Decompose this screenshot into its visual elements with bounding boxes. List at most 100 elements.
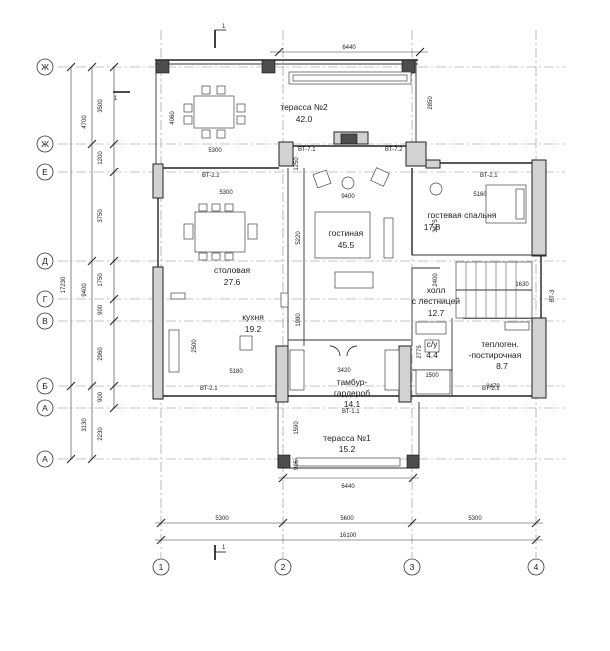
- row-label-zh2: Ж: [41, 62, 49, 72]
- svg-text:6440: 6440: [342, 45, 356, 51]
- row-label-b: Б: [42, 381, 48, 391]
- svg-text:5300: 5300: [468, 516, 482, 522]
- svg-text:900: 900: [98, 304, 104, 315]
- room-name2-boiler: -постирочная: [469, 350, 522, 360]
- room-area-boiler: 8.7: [496, 361, 508, 371]
- interior-partitions: [287, 168, 533, 396]
- svg-text:1750: 1750: [98, 273, 104, 287]
- room-labels: терасса №2 42.0 гостиная 45.5 гостевая с…: [214, 102, 522, 454]
- room-area-vestibule: 14.1: [344, 399, 361, 409]
- svg-text:ВТ-2.2: ВТ-2.2: [202, 173, 220, 179]
- room-name-kitchen: кухня: [242, 312, 264, 322]
- svg-text:ВТ-1.1: ВТ-1.1: [342, 409, 360, 415]
- col-label-4: 4: [534, 562, 539, 572]
- row-label-d: Д: [42, 256, 48, 266]
- room-area-terrace2: 42.0: [296, 114, 313, 124]
- row-axis-bubbles: Ж Ж Е Д Г В Б А А: [36, 58, 54, 468]
- room-name-terrace2: терасса №2: [280, 102, 328, 112]
- svg-text:3130: 3130: [82, 418, 88, 432]
- svg-text:5220: 5220: [296, 231, 302, 245]
- room-area-kitchen: 19.2: [245, 324, 262, 334]
- svg-text:4060: 4060: [170, 111, 176, 125]
- svg-text:ВТ-2.1: ВТ-2.1: [482, 386, 500, 392]
- svg-text:3750: 3750: [98, 209, 104, 223]
- room-name-hall: холл: [427, 285, 446, 295]
- svg-text:1590: 1590: [294, 421, 300, 435]
- section-cut-marks: 1 1 1: [113, 24, 226, 560]
- room-name-boiler: теплоген.: [481, 339, 519, 349]
- svg-text:1200: 1200: [98, 151, 104, 165]
- svg-text:2775: 2775: [417, 345, 423, 359]
- svg-text:5160: 5160: [473, 192, 487, 198]
- room-name2-vestibule: гардероб: [334, 388, 370, 398]
- svg-text:ВТ-2.1: ВТ-2.1: [480, 173, 498, 179]
- col-label-2: 2: [281, 562, 286, 572]
- left-dimensions: 3500 1200 3750 1750 900 2960 900 2230 47…: [61, 62, 119, 464]
- svg-text:9400: 9400: [82, 283, 88, 297]
- top-dimension: 6440: [270, 45, 428, 57]
- svg-text:3470: 3470: [486, 384, 500, 390]
- room-name-vestibule: тамбур-: [337, 377, 368, 387]
- svg-text:1980: 1980: [296, 313, 302, 327]
- room-name-guest: гостевая спальня: [428, 210, 497, 220]
- svg-text:ВТ-7.2: ВТ-7.2: [385, 147, 403, 153]
- room-name2-hall: с лестницей: [412, 296, 460, 306]
- room-name-wc: с/у: [427, 339, 439, 349]
- svg-text:900: 900: [98, 391, 104, 402]
- grid-axes-vertical: [160, 30, 537, 558]
- svg-text:1: 1: [222, 24, 226, 30]
- svg-text:5600: 5600: [340, 516, 354, 522]
- svg-text:5300: 5300: [208, 148, 222, 154]
- room-area-wc: 4.4: [426, 350, 438, 360]
- svg-text:1630: 1630: [515, 282, 529, 288]
- internal-dimensions: 4060 5300 2850 1250 5300 9400 5160 3475 …: [170, 96, 529, 470]
- svg-text:3500: 3500: [98, 99, 104, 113]
- room-area-living: 45.5: [338, 240, 355, 250]
- furniture: [168, 167, 530, 395]
- svg-text:1: 1: [222, 545, 226, 551]
- svg-text:16100: 16100: [340, 533, 357, 539]
- svg-text:ВТ-7.1: ВТ-7.1: [298, 147, 316, 153]
- svg-text:905: 905: [294, 459, 300, 470]
- room-area-guest: 17.8: [424, 222, 441, 232]
- room-area-hall: 12.7: [428, 308, 445, 318]
- row-label-a1: А: [42, 454, 48, 464]
- svg-text:2960: 2960: [98, 347, 104, 361]
- svg-text:9400: 9400: [341, 194, 355, 200]
- column-axis-bubbles: 1 2 3 4: [152, 558, 545, 576]
- terrace-1: 6440: [277, 402, 420, 490]
- svg-text:2230: 2230: [98, 427, 104, 441]
- window-tags: ВТ-7.1 ВТ-7.2 ВТ-2.2 ВТ-2.1 ВТ-2.1 ВТ-2.…: [200, 147, 556, 415]
- svg-text:3475: 3475: [433, 219, 439, 233]
- row-label-a2: А: [42, 403, 48, 413]
- svg-text:17230: 17230: [61, 276, 67, 293]
- svg-text:3420: 3420: [337, 368, 351, 374]
- room-area-terrace1: 15.2: [339, 444, 356, 454]
- svg-text:ВТ-3: ВТ-3: [550, 289, 556, 302]
- exterior-walls: [152, 131, 547, 403]
- terrace-2: [155, 59, 418, 170]
- row-label-e: Е: [42, 167, 48, 177]
- room-name-dining: столовая: [214, 265, 251, 275]
- svg-text:1500: 1500: [425, 373, 439, 379]
- svg-text:5300: 5300: [215, 516, 229, 522]
- svg-text:1250: 1250: [294, 157, 300, 171]
- bottom-dimensions: 5300 5600 5300 16100: [155, 516, 543, 545]
- svg-text:5180: 5180: [229, 369, 243, 375]
- room-name-terrace1: терасса №1: [323, 433, 371, 443]
- room-name-living: гостиная: [329, 228, 364, 238]
- svg-text:2500: 2500: [192, 339, 198, 353]
- col-label-3: 3: [410, 562, 415, 572]
- row-label-g: Г: [43, 294, 48, 304]
- room-area-dining: 27.6: [224, 277, 241, 287]
- svg-text:6440: 6440: [341, 484, 355, 490]
- col-label-1: 1: [159, 562, 164, 572]
- row-label-v: В: [42, 316, 48, 326]
- svg-text:ВТ-2.1: ВТ-2.1: [200, 386, 218, 392]
- svg-text:4700: 4700: [82, 115, 88, 129]
- svg-text:1: 1: [114, 96, 118, 102]
- svg-text:2850: 2850: [428, 96, 434, 110]
- svg-text:2400: 2400: [433, 273, 439, 287]
- row-label-zh1: Ж: [41, 139, 49, 149]
